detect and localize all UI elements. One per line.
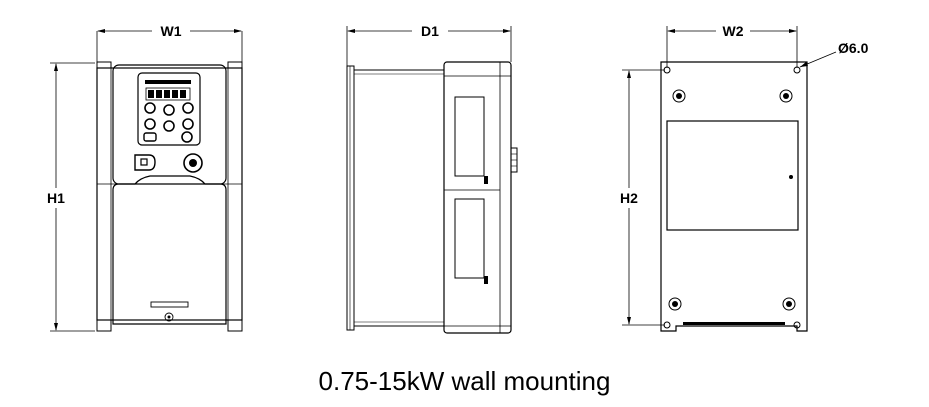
w1-label: W1: [161, 23, 182, 39]
h1-label: H1: [47, 190, 65, 206]
ear-top-right: [227, 61, 243, 68]
mounting-hole: [663, 66, 671, 74]
bottom-vent: [683, 322, 785, 325]
mounting-hole: [663, 321, 671, 329]
screw-icon: [782, 297, 796, 311]
screw-icon: [672, 89, 686, 103]
ear-bottom-left: [96, 320, 112, 332]
led-display: [145, 87, 191, 101]
key-icon: [182, 102, 194, 114]
vent-slot: [150, 301, 189, 308]
run-key-icon: [143, 132, 157, 142]
h1-dimension: H1: [47, 62, 95, 332]
figure-caption: 0.75-15kW wall mounting: [318, 366, 611, 396]
key-icon: [182, 118, 194, 130]
hole-diameter-label: Ø6.0: [838, 40, 869, 56]
side-view: D1: [346, 23, 518, 334]
mounting-hole: [793, 321, 801, 329]
cover-screw: [164, 312, 174, 322]
w2-dimension: W2: [666, 23, 798, 68]
rear-label-panel: [666, 120, 799, 231]
down-key-icon: [163, 120, 175, 132]
d1-label: D1: [421, 23, 439, 39]
w1-dimension: W1: [96, 23, 243, 64]
keypad: [137, 72, 201, 146]
w2-label: W2: [723, 23, 744, 39]
side-window-upper: [454, 96, 485, 177]
front-housing: [443, 61, 512, 334]
stop-key-icon: [181, 131, 193, 143]
back-plate: [346, 65, 355, 331]
screw-icon: [779, 89, 793, 103]
up-key-icon: [163, 104, 175, 116]
potentiometer-knob-icon: [183, 153, 203, 173]
rear-plate: [660, 61, 808, 332]
rear-view: W2 Ø6.0 H2: [620, 23, 869, 332]
key-icon: [144, 118, 156, 130]
screw-icon: [668, 297, 682, 311]
upper-cover: [112, 64, 227, 185]
hole-callout: Ø6.0: [799, 40, 869, 68]
h2-label: H2: [620, 190, 638, 206]
front-view: W1 H1: [47, 23, 243, 332]
side-window-lower: [454, 198, 485, 279]
front-body: [96, 67, 243, 321]
mounting-hole: [793, 66, 801, 74]
d1-dimension: D1: [346, 23, 512, 67]
key-icon: [144, 102, 156, 114]
heatsink-body: [353, 69, 445, 327]
ear-bottom-right: [227, 320, 243, 332]
ear-top-left: [96, 61, 112, 68]
lower-cover: [112, 175, 227, 325]
selector-button-icon: [134, 154, 156, 171]
h2-dimension: H2: [620, 69, 665, 326]
